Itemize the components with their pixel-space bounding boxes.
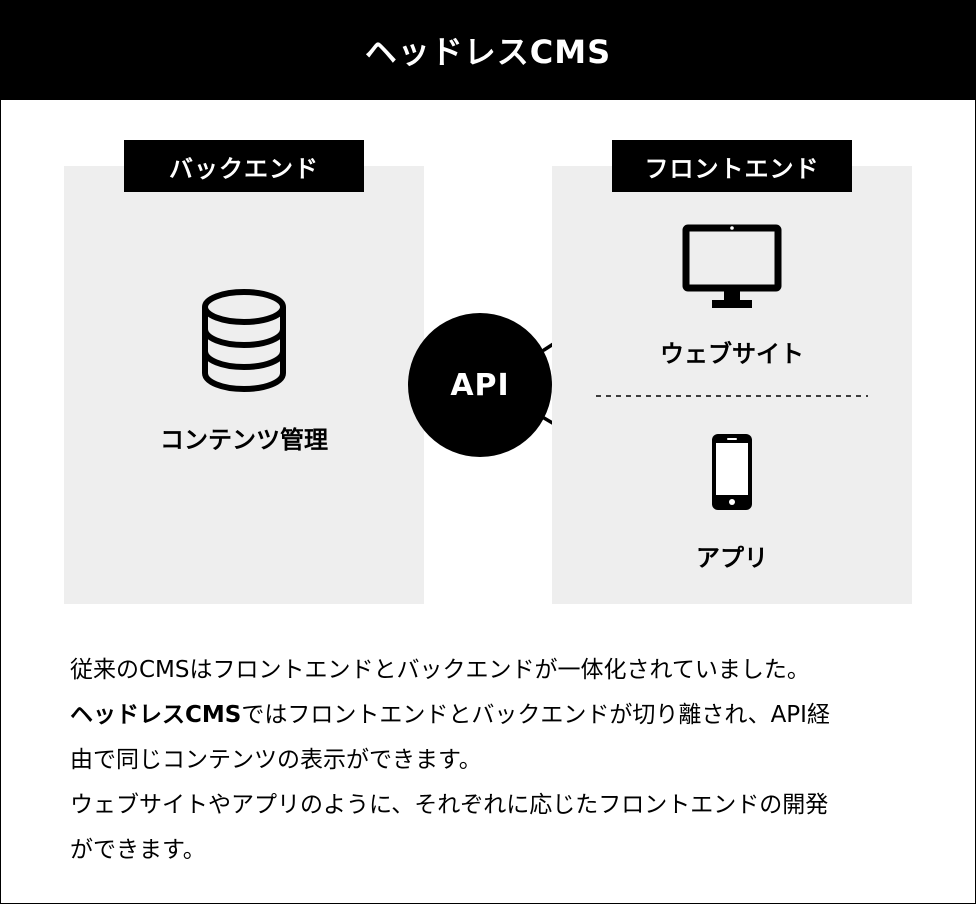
website-label: ウェブサイト bbox=[660, 340, 804, 368]
monitor-icon bbox=[682, 224, 782, 308]
description-line-2: ヘッドレスCMSではフロントエンドとバックエンドが切り離され、API経 bbox=[70, 693, 920, 738]
backend-tag: バックエンド bbox=[124, 140, 364, 192]
api-node: API bbox=[408, 313, 552, 457]
description-line-2-rest: ではフロントエンドとバックエンドが切り離され、API経 bbox=[241, 702, 830, 728]
description-text: 従来のCMSはフロントエンドとバックエンドが一体化されていました。 ヘッドレスC… bbox=[70, 648, 920, 873]
header-bar: ヘッドレスCMS bbox=[0, 0, 976, 100]
frontend-tag: フロントエンド bbox=[612, 140, 852, 192]
page-title: ヘッドレスCMS bbox=[364, 33, 612, 71]
description-line-4: ウェブサイトやアプリのように、それぞれに応じたフロントエンドの開発 bbox=[70, 792, 829, 818]
frontend-panel bbox=[552, 166, 912, 604]
description-emphasis: ヘッドレスCMS bbox=[70, 702, 242, 728]
description-line-3: 由で同じコンテンツの表示ができます。 bbox=[70, 747, 482, 773]
backend-tag-label: バックエンド bbox=[169, 154, 319, 183]
description-line-1: 従来のCMSはフロントエンドとバックエンドが一体化されていました。 bbox=[70, 657, 810, 683]
database-icon bbox=[202, 289, 286, 392]
divider-line bbox=[596, 395, 868, 397]
api-label: API bbox=[450, 367, 510, 403]
backend-panel bbox=[64, 166, 424, 604]
smartphone-icon bbox=[712, 434, 752, 510]
content-management-label: コンテンツ管理 bbox=[160, 426, 328, 454]
app-label: アプリ bbox=[696, 544, 768, 572]
description-line-5: ができます。 bbox=[70, 837, 206, 863]
frontend-tag-label: フロントエンド bbox=[644, 154, 820, 183]
